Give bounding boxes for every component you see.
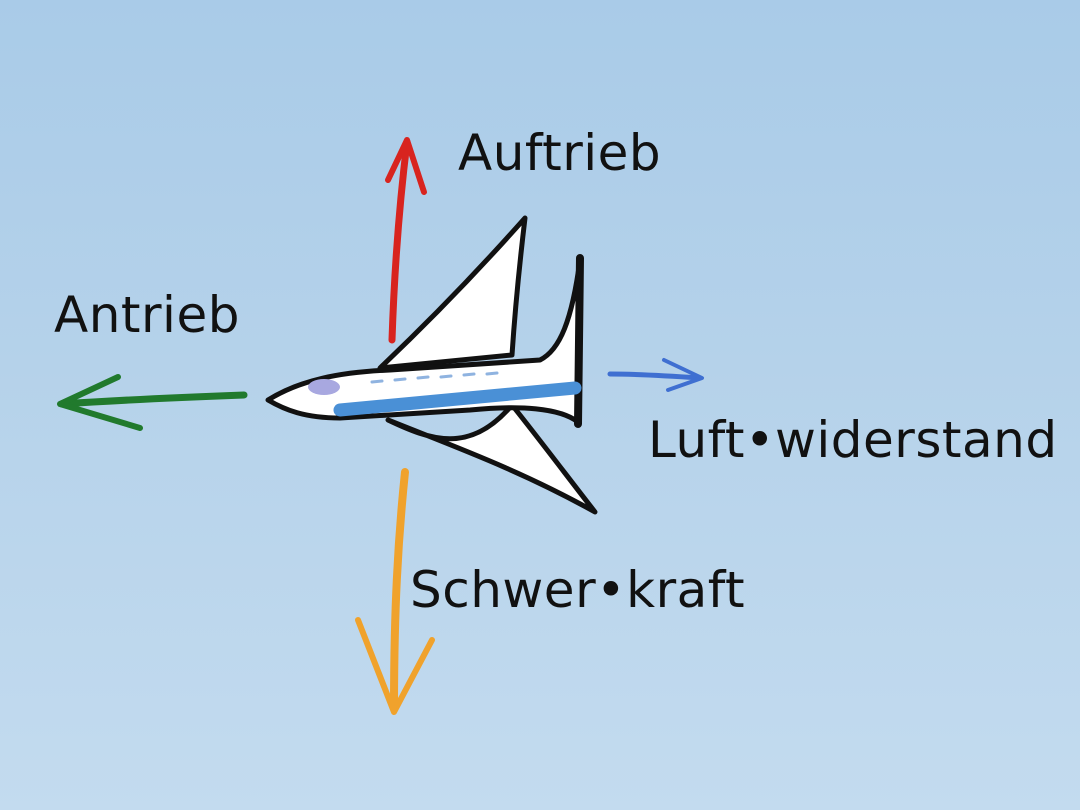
lift-arrow xyxy=(385,137,427,344)
tail-fin xyxy=(574,254,584,428)
drag-label: Luft•widerstand xyxy=(648,411,1058,469)
gravity-arrow xyxy=(355,468,435,715)
upper-wing xyxy=(377,215,528,371)
drag-arrow xyxy=(607,358,704,392)
gravity-label: Schwer•kraft xyxy=(410,561,746,619)
thrust-label: Antrieb xyxy=(54,286,240,344)
lift-label: Auftrieb xyxy=(458,124,662,182)
cockpit-window xyxy=(308,379,340,395)
lower-wing xyxy=(385,402,598,515)
thrust-arrow xyxy=(57,374,248,431)
airplane-icon xyxy=(265,215,598,515)
passenger-windows xyxy=(370,371,499,384)
fuselage-stripe xyxy=(333,381,582,417)
